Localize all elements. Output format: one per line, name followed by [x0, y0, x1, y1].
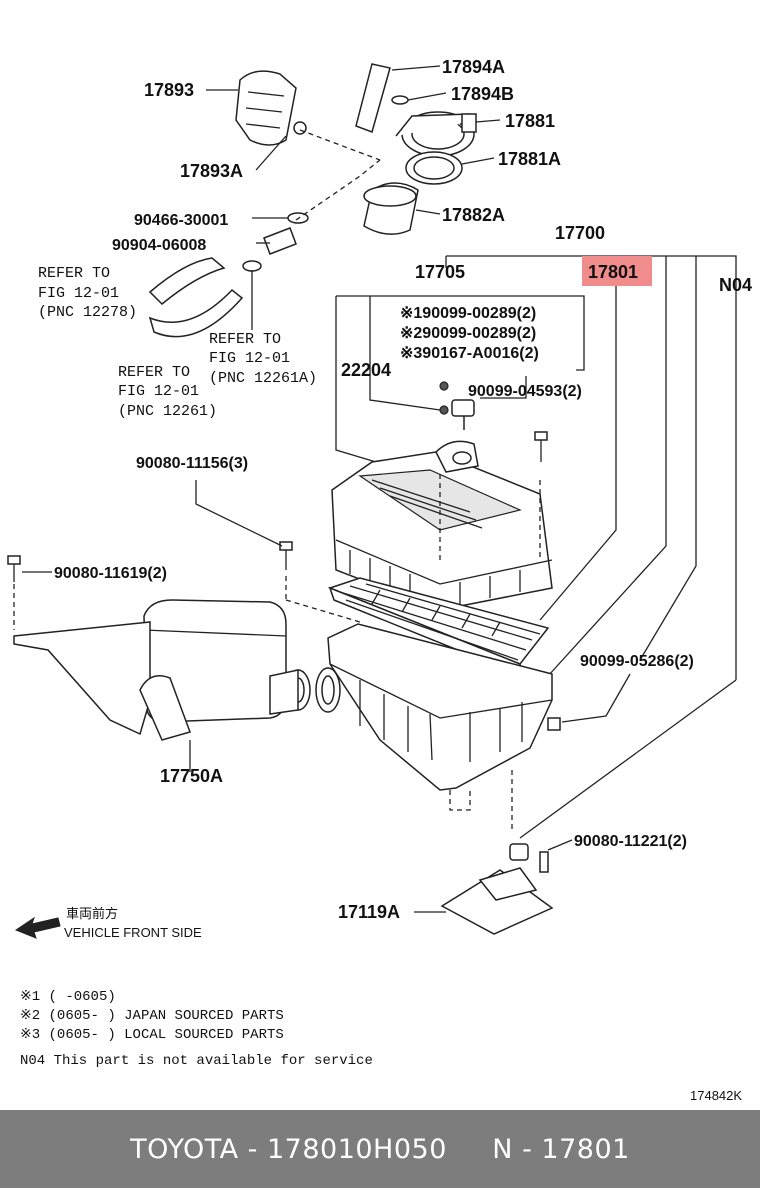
diagram-id: 174842K [690, 1088, 742, 1103]
label-90080-11221: 90080-11221(2) [574, 833, 687, 850]
label-17881: 17881 [505, 111, 555, 131]
label-17894A: 17894A [442, 57, 505, 77]
part-screw-04593 [534, 431, 548, 462]
part-17893-drawing [235, 70, 307, 146]
label-17893: 17893 [144, 80, 194, 100]
part-17119A-drawing [440, 843, 554, 935]
legend-3: ※3 (0605- ) LOCAL SOURCED PARTS [20, 1027, 284, 1043]
part-lower-case-drawing [315, 623, 561, 791]
label-90099-04593: 90099-04593(2) [468, 383, 582, 400]
front-label-en: VEHICLE FRONT SIDE [64, 925, 202, 940]
part-hoses-drawing [148, 257, 244, 338]
part-17705-drawing [331, 440, 553, 611]
ref1-line2: FIG 12-01 [38, 285, 119, 302]
label-90099-05286: 90099-05286(2) [580, 653, 694, 670]
part-17881-drawing [395, 111, 477, 185]
label-90466-30001: 90466-30001 [134, 212, 228, 229]
label-N04: N04 [719, 275, 752, 295]
ref3-line3: (PNC 12261) [118, 403, 217, 420]
label-17881A: 17881A [498, 149, 561, 169]
part-17894-drawing [355, 63, 409, 133]
legend-4: N04 This part is not available for servi… [20, 1053, 373, 1069]
front-arrow-icon [14, 916, 61, 939]
footer-text: TOYOTA - 178010H050 N - 17801 [130, 1133, 630, 1165]
highlight-17801 [582, 256, 652, 286]
parts-diagram: 17893 17893A 17894A 17894B 17881 17881A … [7, 57, 752, 1103]
part-17750A-drawing [13, 599, 311, 741]
label-17801: 17801 [588, 262, 638, 282]
part-22204-drawing [439, 381, 475, 430]
legend-2: ※2 (0605- ) JAPAN SOURCED PARTS [20, 1008, 284, 1024]
label-note-3: ※390167-A0016(2) [400, 345, 539, 362]
label-note-1: ※190099-00289(2) [400, 305, 536, 322]
legend-1: ※1 ( -0605) [20, 989, 116, 1005]
part-screws-drawing [7, 541, 293, 582]
ref1-line3: (PNC 12278) [38, 304, 137, 321]
ref2-line1: REFER TO [209, 331, 281, 348]
part-clamps-drawing [242, 212, 309, 272]
ref1-line1: REFER TO [38, 265, 110, 282]
label-90904-06008: 90904-06008 [112, 237, 206, 254]
label-17705: 17705 [415, 262, 465, 282]
front-label-jp: 車両前方 [66, 906, 118, 921]
label-17894B: 17894B [451, 84, 514, 104]
label-90080-11156: 90080-11156(3) [136, 455, 248, 472]
label-17700: 17700 [555, 223, 605, 243]
label-note-2: ※290099-00289(2) [400, 325, 536, 342]
ref2-line2: FIG 12-01 [209, 350, 290, 367]
label-90080-11619: 90080-11619(2) [54, 565, 167, 582]
ref3-line2: FIG 12-01 [118, 383, 199, 400]
label-17119A: 17119A [338, 902, 400, 922]
label-17750A: 17750A [160, 766, 223, 786]
ref3-line1: REFER TO [118, 364, 190, 381]
label-17893A: 17893A [180, 161, 243, 181]
ref2-line3: (PNC 12261A) [209, 370, 317, 387]
part-17882A-drawing [363, 182, 419, 235]
footer-bar: TOYOTA - 178010H050 N - 17801 [0, 1110, 760, 1188]
label-22204: 22204 [341, 360, 391, 380]
label-17882A: 17882A [442, 205, 505, 225]
